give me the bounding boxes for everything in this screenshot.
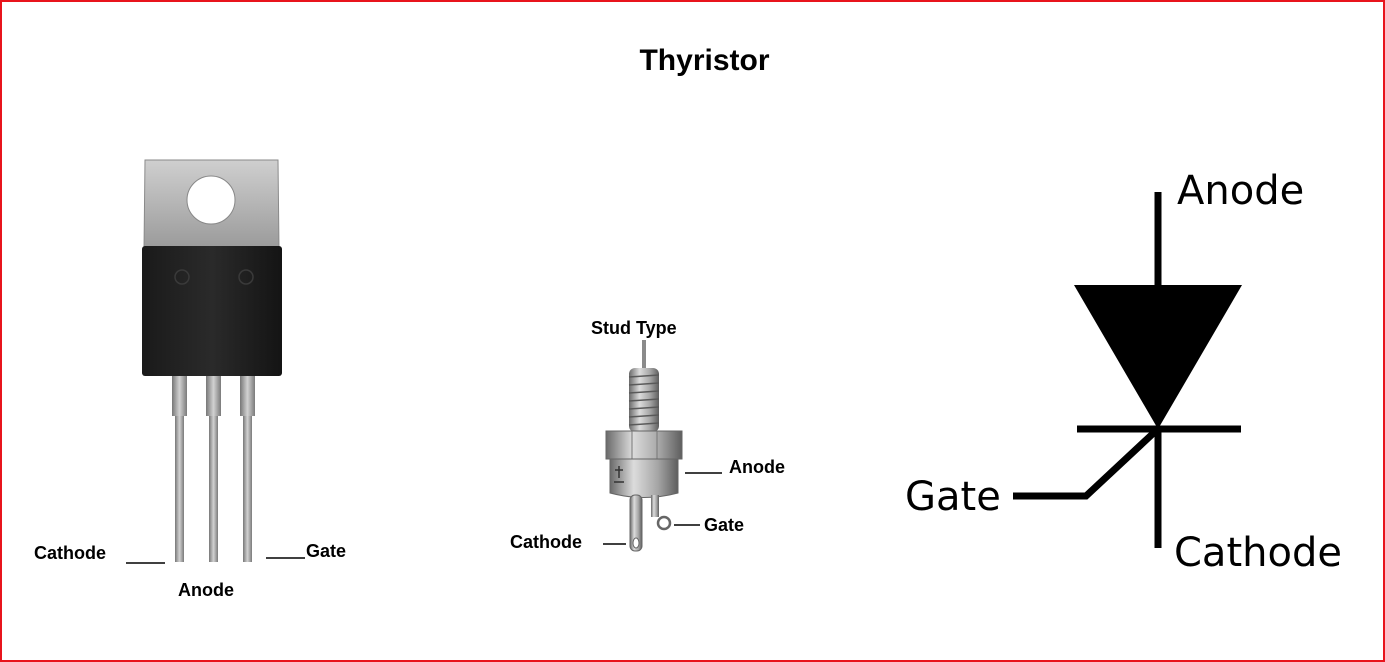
stud-cathode-label: Cathode [510, 532, 582, 552]
stud-anode-label: Anode [729, 457, 785, 477]
to220-pin-anode [206, 376, 221, 416]
to220-body-mark-left [174, 269, 190, 285]
stud-top-wire [642, 340, 646, 370]
to220-pin-cathode [172, 376, 187, 416]
to220-pin-cathode-lead [175, 416, 184, 562]
stud-package [603, 340, 722, 552]
to220-body [142, 246, 282, 376]
symbol-diode-triangle [1074, 285, 1242, 429]
stud-cathode-lead [629, 494, 643, 552]
to220-anode-label: Anode [178, 580, 234, 600]
to220-pin-gate [240, 376, 255, 416]
to220-package [126, 159, 305, 564]
symbol-gate-label: Gate [905, 474, 1001, 520]
to220-mounting-hole [186, 175, 236, 225]
stud-gate-lug [656, 515, 672, 531]
stud-hex-nut [605, 430, 683, 460]
stud-gate-lead [651, 495, 659, 517]
thyristor-symbol [1013, 192, 1242, 548]
stud-type-title: Stud Type [591, 318, 677, 338]
stud-can [609, 458, 679, 498]
symbol-cathode-label: Cathode [1174, 530, 1342, 576]
stud-thread-grooves [628, 374, 660, 426]
symbol-gate-wire [1013, 424, 1163, 500]
to220-pin-gate-lead [243, 416, 252, 562]
stud-cathode-lug-hole [632, 537, 640, 549]
to220-body-mark-right [238, 269, 254, 285]
to220-cathode-label: Cathode [34, 543, 106, 563]
to220-pin-anode-lead [209, 416, 218, 562]
stud-can-symbol-mark [614, 466, 624, 483]
stud-gate-label: Gate [704, 515, 745, 535]
to220-gate-label: Gate [306, 541, 347, 561]
diagram-title: Thyristor [639, 44, 770, 77]
symbol-anode-label: Anode [1177, 168, 1305, 214]
